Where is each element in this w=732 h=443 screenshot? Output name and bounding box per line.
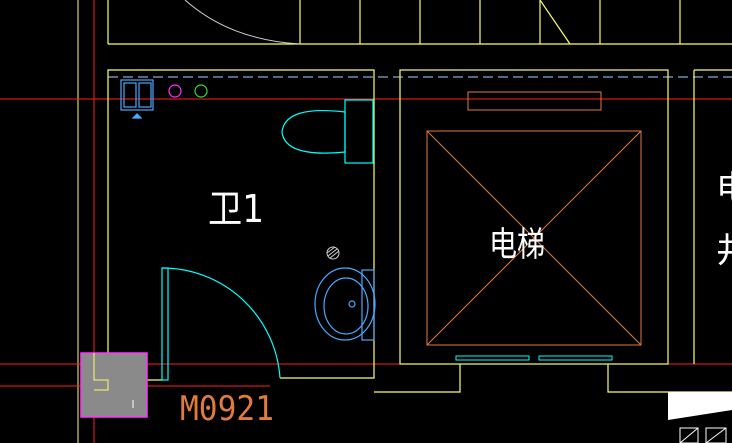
clipped-label-top: 电	[716, 169, 732, 209]
elevator-label: 电梯	[489, 225, 545, 265]
elevator-door-sills	[455, 355, 613, 361]
electrical-panel-icon[interactable]	[120, 79, 154, 119]
clipped-label-bottom: 井	[716, 231, 732, 271]
toilet-icon[interactable]	[281, 99, 374, 164]
room-label: 卫1	[208, 187, 264, 231]
hatched-column-icon[interactable]	[80, 352, 148, 418]
elevator-cabin	[426, 91, 642, 346]
floor-drain-icon[interactable]	[326, 246, 340, 260]
washbasin-icon[interactable]	[314, 267, 376, 341]
magenta-circle-icon[interactable]	[168, 84, 182, 98]
green-circle-icon[interactable]	[194, 84, 208, 98]
section-marker	[668, 392, 732, 443]
stair-arc	[184, 0, 301, 45]
axis-lines-horizontal	[0, 98, 732, 387]
stair-treads	[107, 0, 732, 45]
door-swing	[161, 267, 281, 381]
door-tag-label: M0921	[180, 389, 274, 429]
elevator-walls	[374, 69, 732, 393]
